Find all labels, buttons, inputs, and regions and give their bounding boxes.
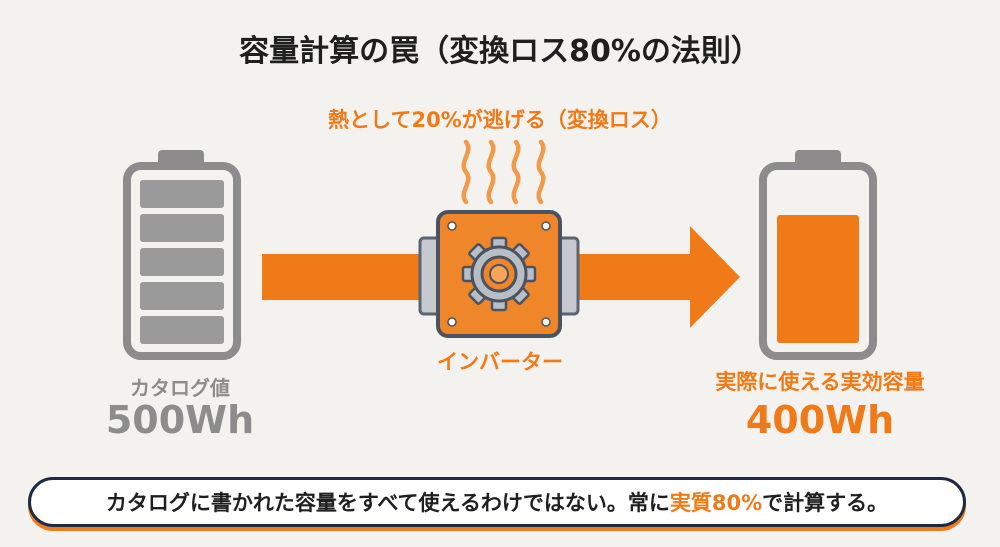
catalog-label: カタログ値 — [130, 376, 230, 400]
heat-loss-label: 熱として20%が逃げる（変換ロス） — [328, 108, 672, 132]
actual-capacity-label: 実際に使える実効容量 — [715, 370, 925, 394]
heat-waves-icon — [461, 139, 546, 205]
inverter-label: インバーター — [437, 350, 563, 374]
inverter-gear-icon — [418, 210, 580, 338]
catalog-value: 500Wh — [105, 398, 255, 442]
page-title: 容量計算の罠（変換ロス80%の法則） — [239, 34, 761, 69]
note-box: カタログに書かれた容量をすべて使えるわけではない。常に実質80%で計算する。 — [28, 477, 966, 527]
note-text-after: で計算する。 — [762, 491, 889, 515]
battery-full-icon — [123, 150, 241, 360]
arrow-icon — [262, 226, 740, 328]
actual-capacity-value: 400Wh — [745, 398, 895, 442]
note-text-before: カタログに書かれた容量をすべて使えるわけではない。常に — [105, 491, 670, 515]
note-highlight: 実質80% — [669, 491, 763, 515]
battery-orange-icon — [759, 150, 877, 360]
